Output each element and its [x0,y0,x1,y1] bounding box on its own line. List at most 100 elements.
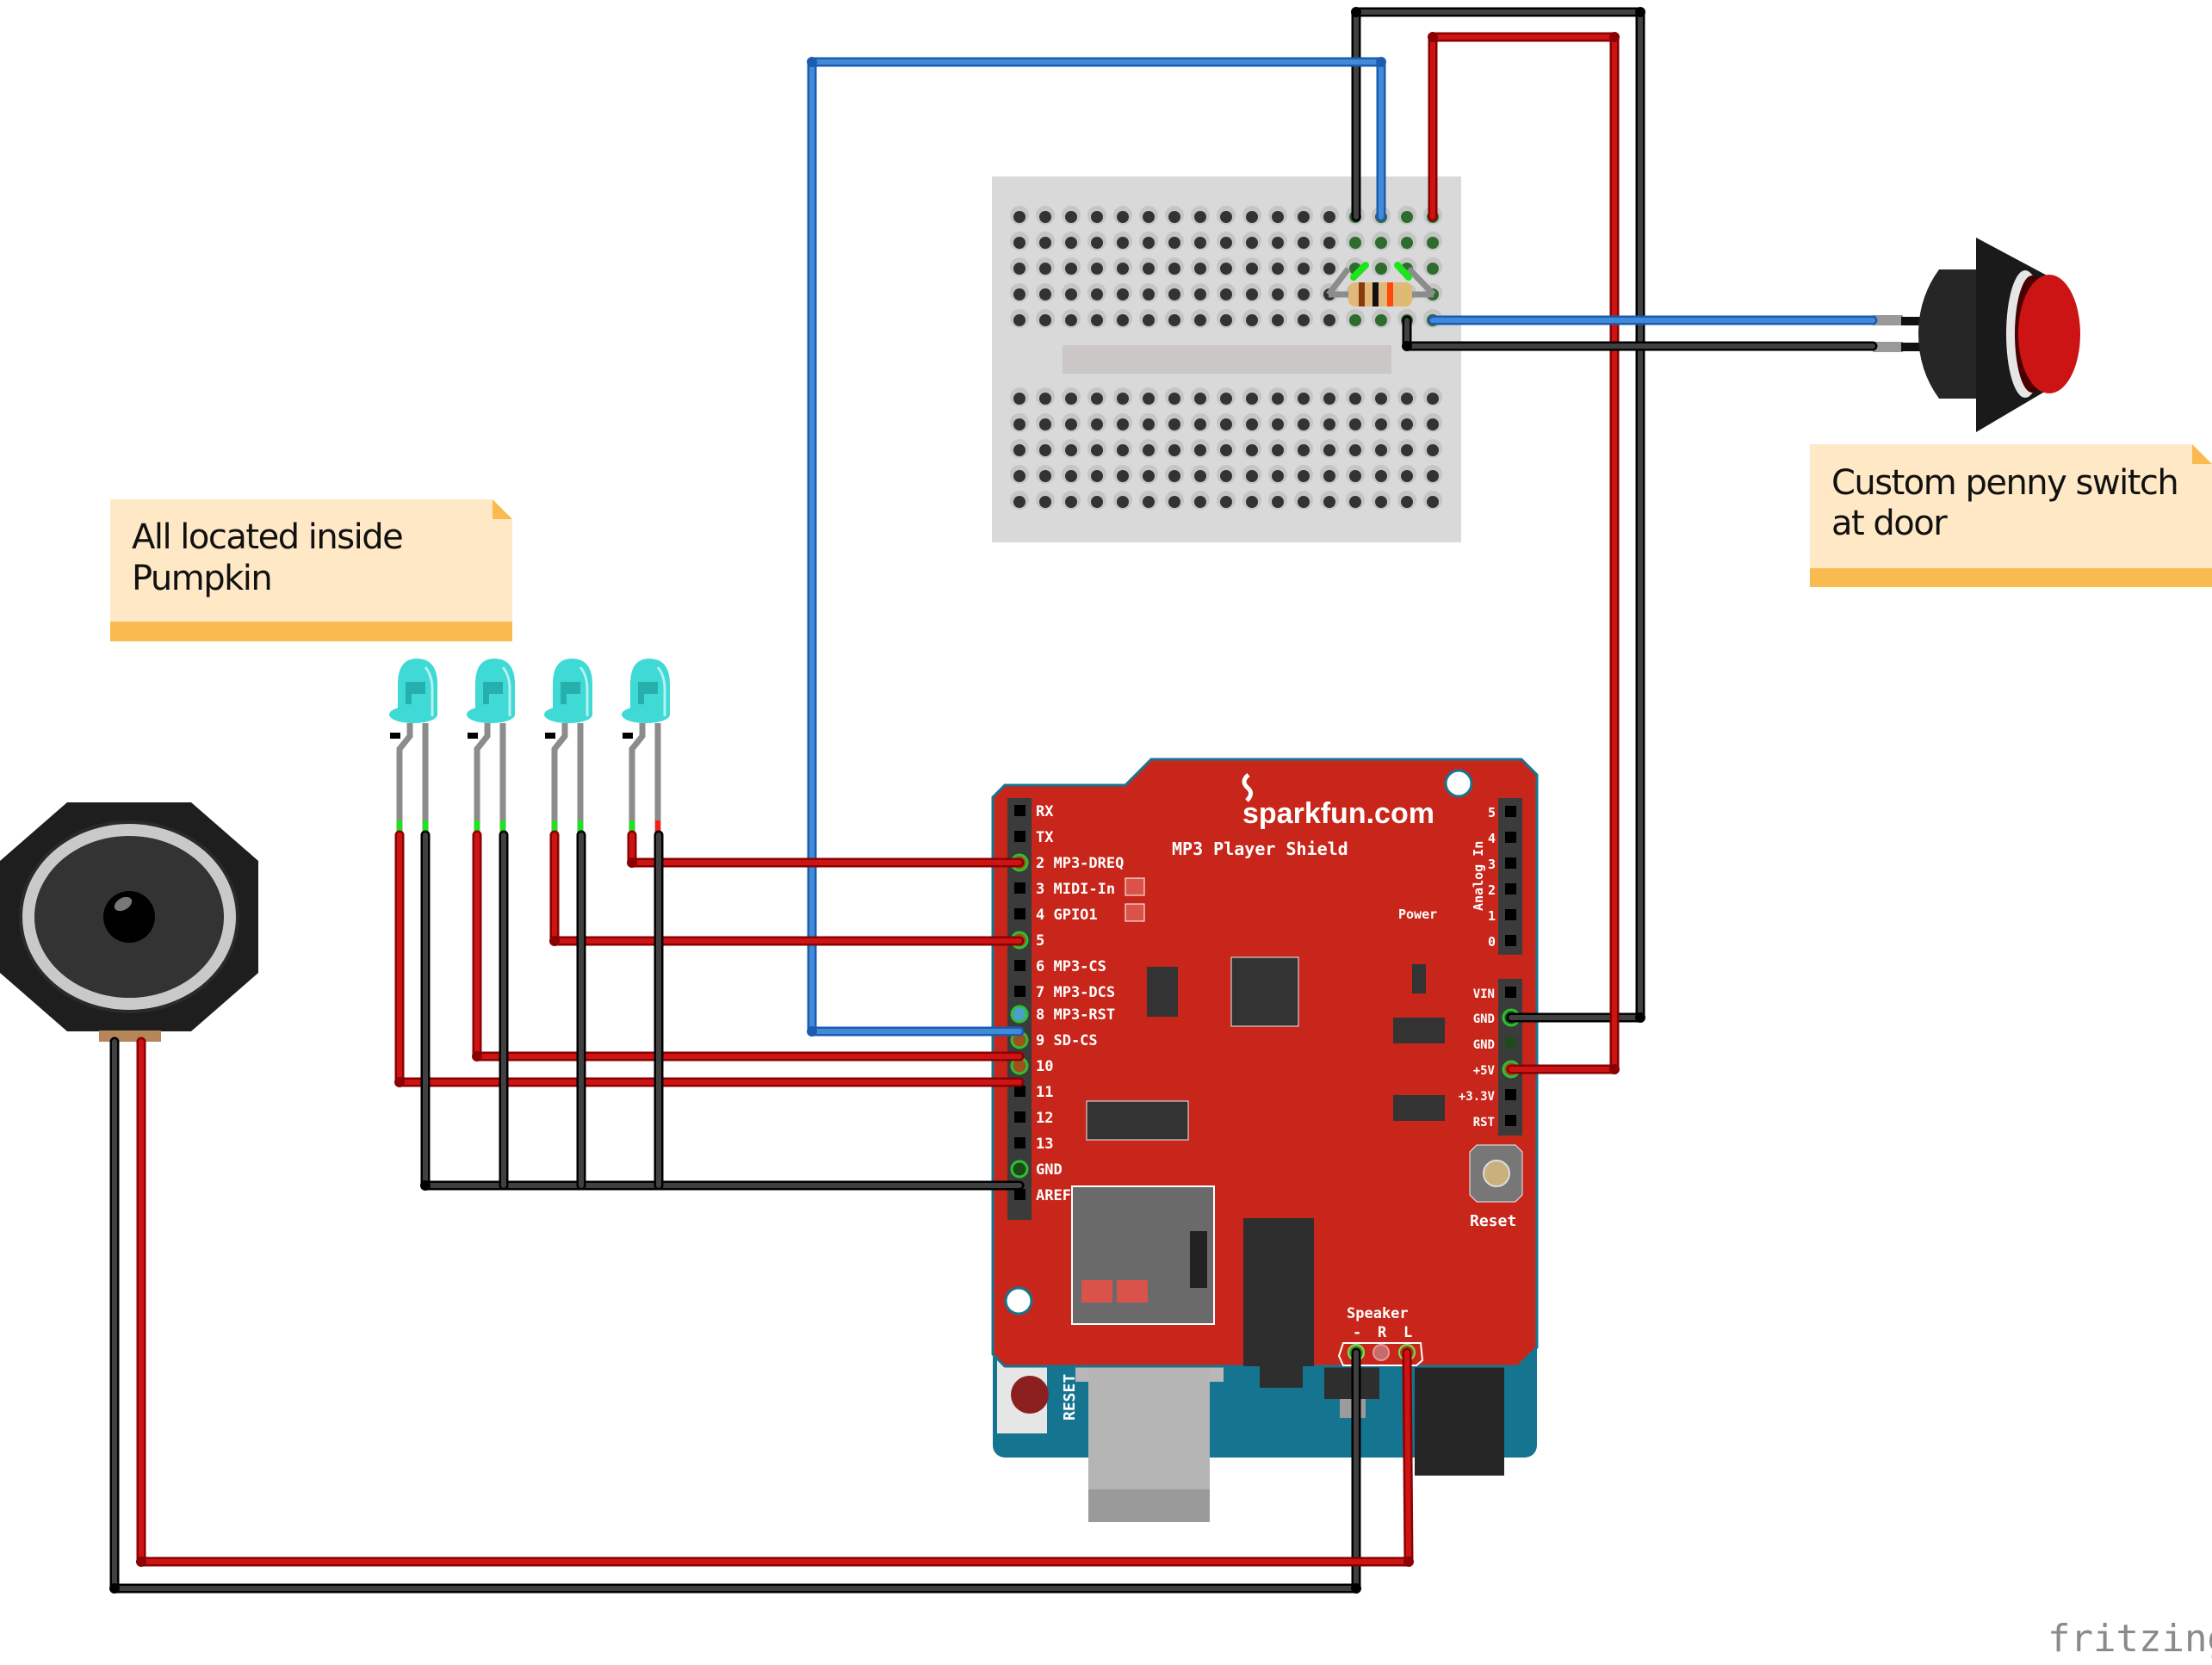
wire-5v[interactable] [1428,32,1620,1074]
breadboard-hole[interactable] [1272,444,1284,456]
wire-bendpoint[interactable] [1609,32,1620,42]
breadboard-hole[interactable] [1298,393,1310,405]
breadboard-hole[interactable] [1168,418,1180,430]
breadboard-hole[interactable] [1272,393,1284,405]
breadboard-hole[interactable] [1013,288,1025,300]
wire-bendpoint[interactable] [1351,1583,1361,1594]
breadboard-hole[interactable] [1220,496,1232,508]
breadboard-hole[interactable] [1013,393,1025,405]
breadboard-hole[interactable] [1013,237,1025,249]
wire-bendpoint[interactable] [1428,32,1438,42]
breadboard-hole[interactable] [1091,237,1103,249]
breadboard-hole[interactable] [1298,263,1310,275]
breadboard-hole[interactable] [1246,211,1258,223]
wire-speaker-l[interactable] [136,1037,1414,1567]
breadboard-hole[interactable] [1375,237,1387,249]
breadboard-hole[interactable] [1272,314,1284,326]
breadboard-hole[interactable] [1039,211,1051,223]
analog-pin[interactable] [1505,832,1516,843]
breadboard-hole[interactable] [1220,211,1232,223]
breadboard-hole[interactable] [1013,444,1025,456]
power-pin[interactable] [1505,1089,1516,1100]
breadboard-hole[interactable] [1298,444,1310,456]
breadboard-hole[interactable] [1143,470,1155,482]
breadboard-hole[interactable] [1039,470,1051,482]
breadboard-hole[interactable] [1220,393,1232,405]
switch-cap[interactable] [2018,275,2080,393]
header-pin[interactable] [1014,908,1025,919]
speaker-pin-r[interactable] [1372,1344,1390,1361]
breadboard-hole[interactable] [1091,393,1103,405]
wire-led-gnd[interactable] [420,830,1025,1191]
breadboard-hole[interactable] [1427,237,1439,249]
breadboard-hole[interactable] [1272,418,1284,430]
breadboard-hole[interactable] [1272,211,1284,223]
wire-bendpoint[interactable] [1402,341,1412,351]
breadboard-hole[interactable] [1143,444,1155,456]
breadboard-hole[interactable] [1039,444,1051,456]
breadboard-hole[interactable] [1246,263,1258,275]
header-pin-connected[interactable] [1010,1005,1029,1024]
header-pin[interactable] [1014,1189,1025,1200]
wire-bendpoint[interactable] [627,857,637,868]
breadboard-hole[interactable] [1065,314,1077,326]
wire-bendpoint[interactable] [420,1180,431,1191]
header-pin-connected[interactable] [1010,1160,1029,1179]
wire-bendpoint[interactable] [1376,57,1386,67]
breadboard-hole[interactable] [1013,211,1025,223]
breadboard-hole[interactable] [1220,237,1232,249]
wire-mp3-rst[interactable] [807,57,1386,1037]
breadboard-hole[interactable] [1013,470,1025,482]
breadboard-hole[interactable] [1143,237,1155,249]
analog-pin[interactable] [1505,935,1516,946]
breadboard-hole[interactable] [1091,496,1103,508]
breadboard-hole[interactable] [1143,496,1155,508]
breadboard-hole[interactable] [1065,211,1077,223]
breadboard-hole[interactable] [1272,470,1284,482]
breadboard-hole[interactable] [1091,288,1103,300]
wire-led3-pin5[interactable] [549,830,1025,946]
wire-led2-sdcs[interactable] [472,830,1025,1062]
breadboard-hole[interactable] [1091,314,1103,326]
push-button-switch[interactable] [1873,238,2080,432]
breadboard-hole[interactable] [1194,393,1206,405]
breadboard-hole[interactable] [1427,418,1439,430]
breadboard-hole[interactable] [1323,211,1335,223]
wire-bendpoint[interactable] [807,1026,817,1037]
header-pin[interactable] [1014,805,1025,816]
breadboard-hole[interactable] [1427,444,1439,456]
analog-pin[interactable] [1505,883,1516,894]
breadboard-hole[interactable] [1401,470,1413,482]
analog-pin[interactable] [1505,909,1516,920]
breadboard-hole[interactable] [1168,470,1180,482]
breadboard-hole[interactable] [1194,237,1206,249]
breadboard-hole[interactable] [1168,288,1180,300]
breadboard-hole[interactable] [1375,418,1387,430]
wire-bendpoint[interactable] [1635,7,1645,17]
breadboard-hole[interactable] [1143,288,1155,300]
breadboard-hole[interactable] [1065,496,1077,508]
breadboard-hole[interactable] [1039,314,1051,326]
breadboard-hole[interactable] [1298,496,1310,508]
breadboard-hole[interactable] [1323,444,1335,456]
breadboard-hole[interactable] [1401,444,1413,456]
led[interactable] [544,659,592,837]
header-pin[interactable] [1014,1137,1025,1148]
breadboard-hole[interactable] [1091,263,1103,275]
breadboard-hole[interactable] [1298,314,1310,326]
breadboard-hole[interactable] [1065,288,1077,300]
breadboard-hole[interactable] [1246,444,1258,456]
breadboard-hole[interactable] [1220,314,1232,326]
breadboard-hole[interactable] [1220,263,1232,275]
breadboard-hole[interactable] [1323,393,1335,405]
power-pin[interactable] [1505,1037,1516,1049]
breadboard-hole[interactable] [1272,288,1284,300]
breadboard-hole[interactable] [1323,470,1335,482]
breadboard-hole[interactable] [1143,263,1155,275]
wire-bendpoint[interactable] [1635,1012,1645,1023]
breadboard-hole[interactable] [1013,418,1025,430]
breadboard-hole[interactable] [1143,393,1155,405]
wire-bendpoint[interactable] [136,1557,146,1567]
breadboard-hole[interactable] [1401,496,1413,508]
breadboard-hole[interactable] [1065,393,1077,405]
